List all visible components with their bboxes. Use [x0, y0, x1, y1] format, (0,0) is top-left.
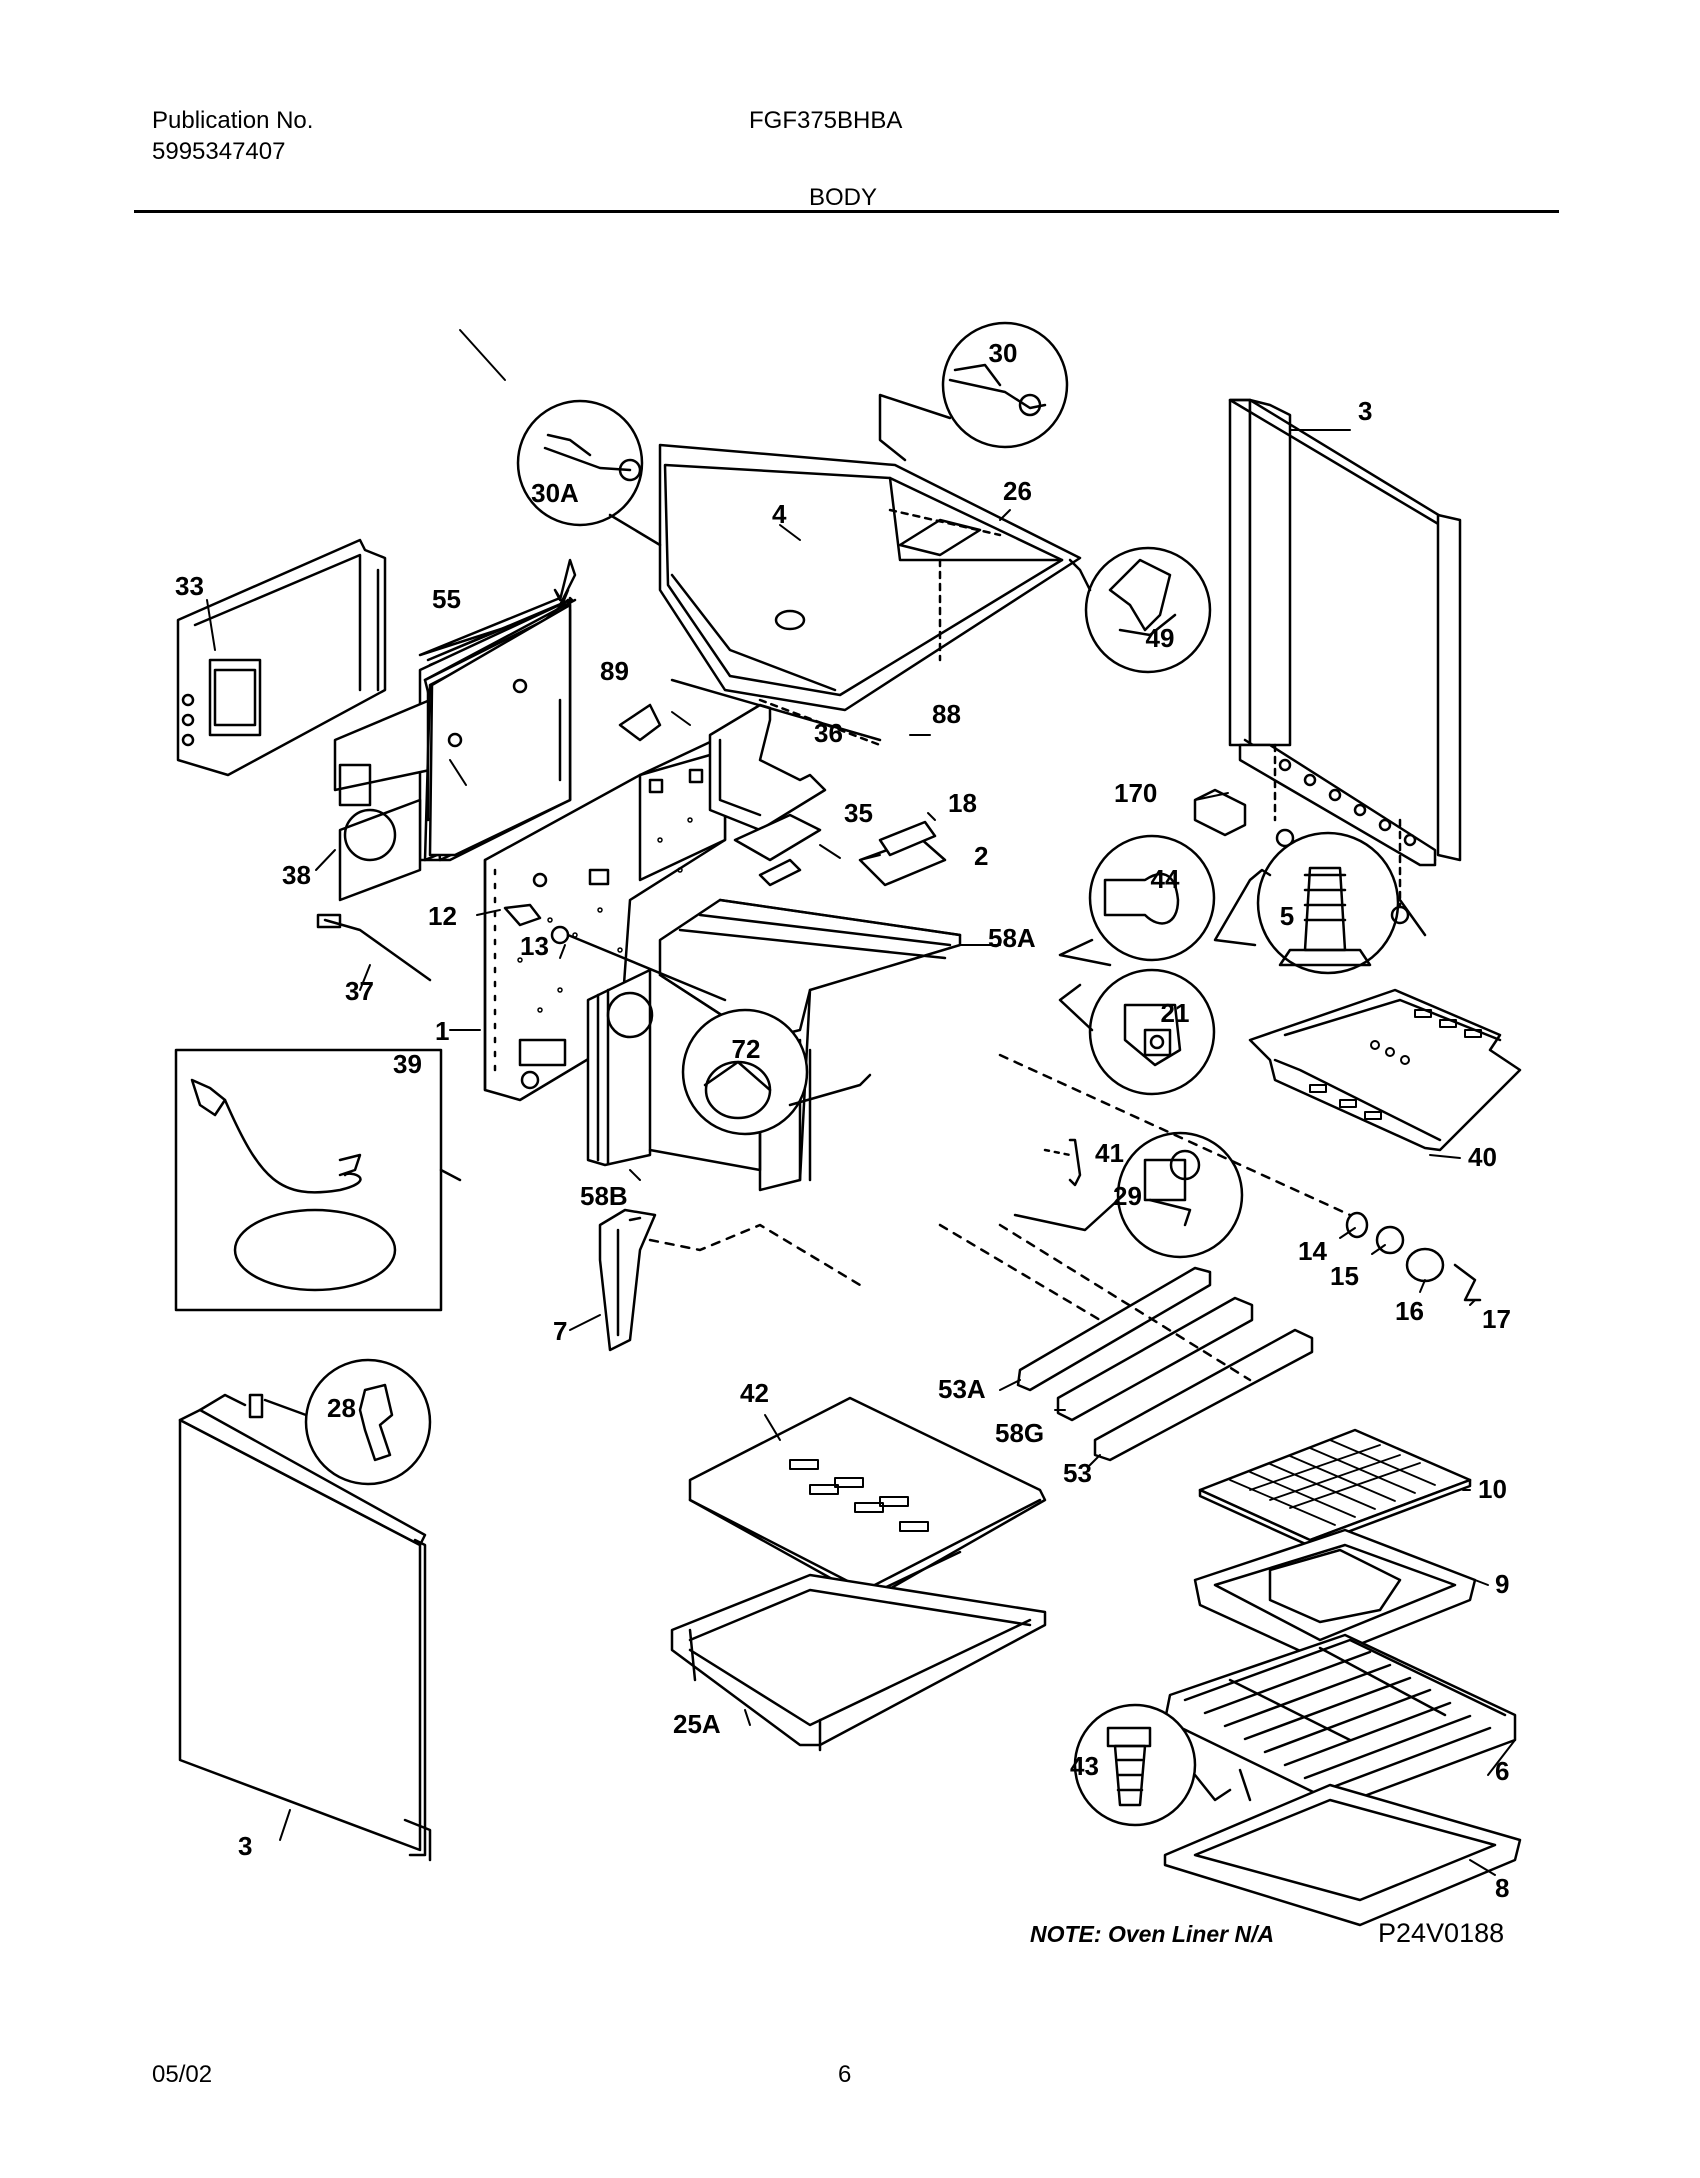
detail-30-inset [878, 321, 1069, 462]
part-label: 17 [1482, 1304, 1511, 1334]
burner-shield-part [1248, 988, 1522, 1152]
part-label: 30A [531, 478, 579, 508]
part-label: 49 [1146, 623, 1175, 653]
footer-date: 05/02 [152, 2061, 213, 2088]
part-label: 7 [553, 1316, 567, 1346]
part-label: 3 [238, 1831, 252, 1861]
small-hardware-part [316, 903, 727, 1002]
oven-rack-part [1163, 1633, 1517, 1807]
side-panel-left-part [178, 1393, 432, 1862]
part-label: 42 [740, 1378, 769, 1408]
part-label: 170 [1114, 778, 1157, 808]
vent-duct-part [618, 678, 947, 887]
detail-28-inset [263, 1358, 432, 1486]
publication-number: 5995347407 [152, 138, 286, 165]
back-panel-part [483, 733, 727, 1102]
part-label: 13 [520, 931, 549, 961]
detail-30a-inset [516, 399, 662, 547]
publication-label: Publication No. [152, 107, 314, 134]
drawing-code: P24V0188 [1378, 1918, 1504, 1948]
part-label: 35 [844, 798, 873, 828]
part-label: 6 [1495, 1756, 1509, 1786]
power-cord-part [190, 1078, 462, 1292]
part-label: 16 [1395, 1296, 1424, 1326]
part-label: 40 [1468, 1142, 1497, 1172]
insulation-part [586, 898, 962, 1192]
part-label: 12 [428, 901, 457, 931]
part-label: 8 [1495, 1873, 1509, 1903]
part-label: 1 [435, 1016, 449, 1046]
part-label: 14 [1298, 1236, 1327, 1266]
bracket-41-part [1043, 1138, 1082, 1187]
broiler-pan-part [1193, 1528, 1477, 1662]
detail-5-inset [1213, 831, 1427, 975]
part-label: 33 [175, 571, 204, 601]
part-label: 58G [995, 1418, 1044, 1448]
front-frame-bars-part [938, 1223, 1314, 1462]
part-label: 18 [948, 788, 977, 818]
rear-bracket-part [176, 538, 387, 777]
part-label: 29 [1113, 1181, 1142, 1211]
part-label: 25A [673, 1709, 721, 1739]
bracket-170-part [1193, 788, 1410, 925]
part-label: 44 [1151, 864, 1180, 894]
part-label: 36 [814, 718, 843, 748]
part-label: 89 [600, 656, 629, 686]
part-label: 10 [1478, 1474, 1507, 1504]
oven-liner-note: NOTE: Oven Liner N/A [1030, 1921, 1274, 1947]
side-rail-part [598, 1208, 862, 1352]
part-label: 9 [1495, 1569, 1509, 1599]
page-number: 6 [838, 2061, 852, 2088]
part-label: 88 [932, 699, 961, 729]
leader-lines [206, 329, 1516, 1876]
power-cord-inset [174, 1048, 443, 1312]
part-label: 58B [580, 1181, 628, 1211]
part-label: 30 [989, 338, 1018, 368]
bottom-tray-part [1163, 1768, 1522, 1927]
side-panel-right-part [1228, 398, 1462, 907]
part-label: 53 [1063, 1458, 1092, 1488]
part-label: 39 [393, 1049, 422, 1079]
part-label: 3 [1358, 396, 1372, 426]
part-label: 72 [732, 1034, 761, 1064]
part-label: 58A [988, 923, 1036, 953]
detail-29-inset [1013, 1131, 1244, 1259]
detail-43-inset [1073, 1703, 1232, 1827]
part-label: 38 [282, 860, 311, 890]
part-label: 37 [345, 976, 374, 1006]
detail-21-inset [1058, 968, 1216, 1096]
broiler-grid-part [1198, 1428, 1472, 1548]
model-number: FGF375BHBA [749, 107, 903, 134]
part-label: 5 [1280, 901, 1294, 931]
part-label: 4 [772, 499, 787, 529]
part-label: 55 [432, 584, 461, 614]
part-label: 43 [1070, 1751, 1099, 1781]
detail-49-inset [1068, 546, 1212, 674]
part-label: 2 [974, 841, 988, 871]
section-title: BODY [809, 184, 878, 211]
oven-bottom-part [688, 1396, 1047, 1602]
header-rule [134, 210, 1559, 213]
top-panel-part [658, 443, 1082, 712]
detail-44-inset [1058, 834, 1216, 967]
heat-shield-part [333, 558, 577, 902]
part-label: 26 [1003, 476, 1032, 506]
part-label: 41 [1095, 1138, 1124, 1168]
part-label: 53A [938, 1374, 986, 1404]
part-label: 15 [1330, 1261, 1359, 1291]
part-label: 28 [327, 1393, 356, 1423]
insulation-detail-inset [681, 1008, 872, 1136]
part-label: 21 [1161, 998, 1190, 1028]
bottom-frame-part [670, 1573, 1047, 1752]
